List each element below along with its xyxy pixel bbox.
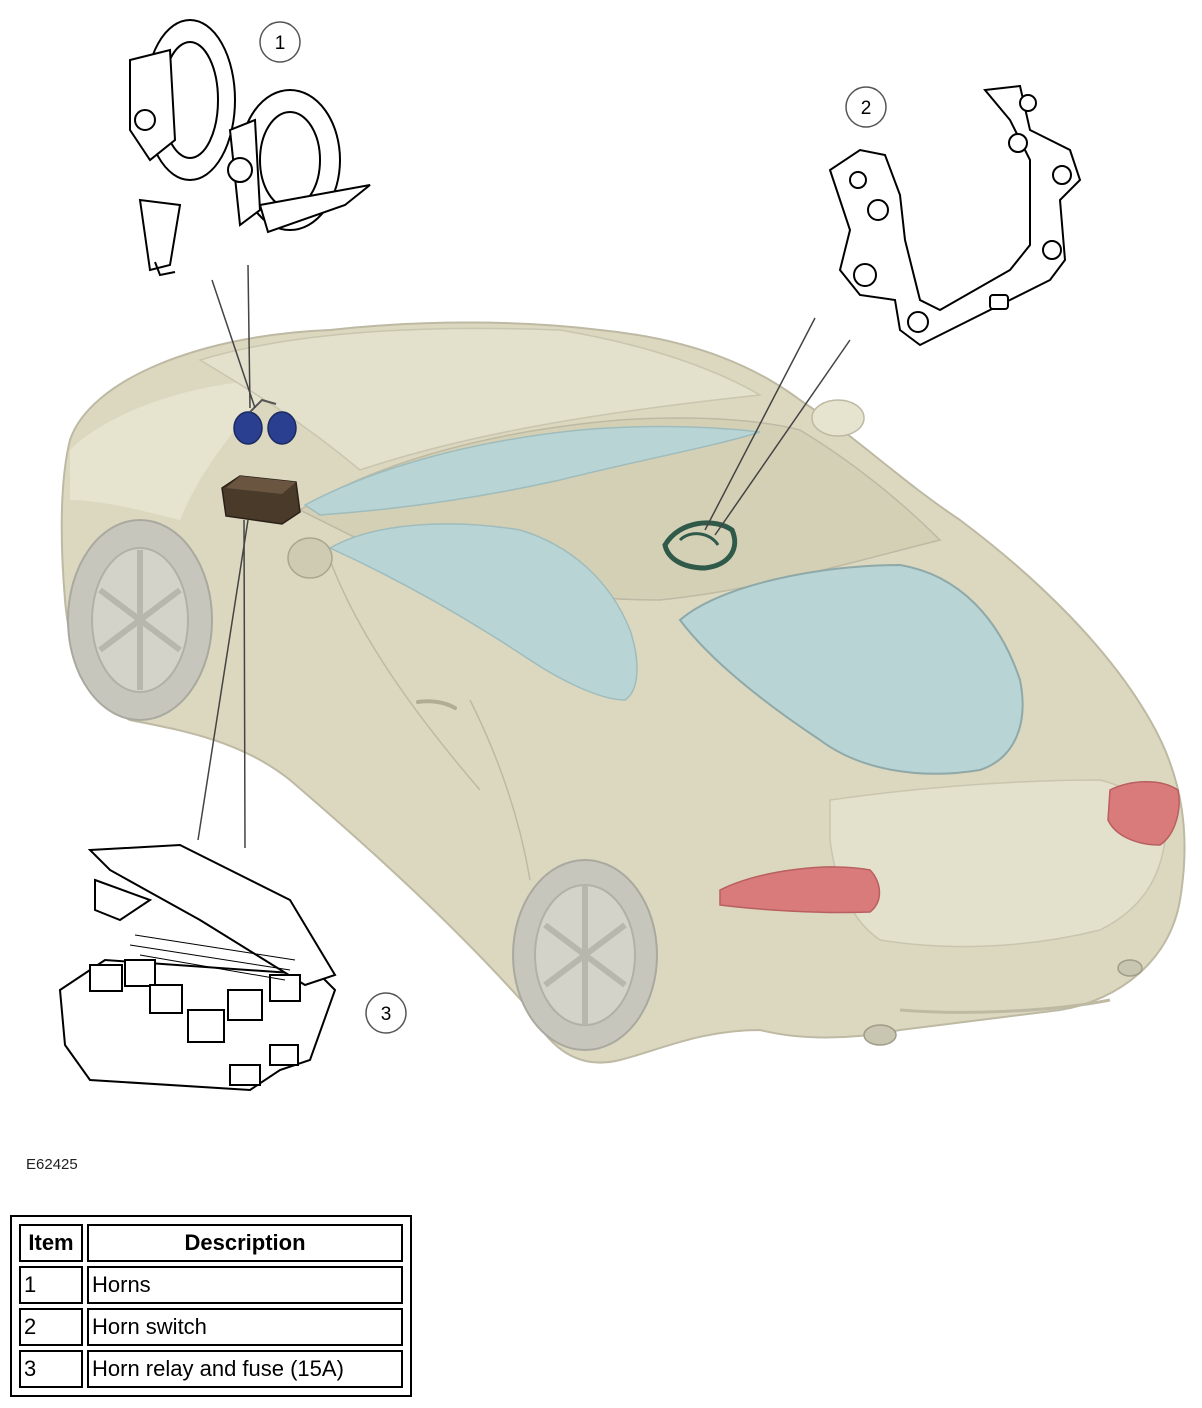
horns-on-car [233,398,297,445]
row-item: 2 [19,1308,83,1346]
row-item: 1 [19,1266,83,1304]
legend-header-row: Item Description [19,1224,403,1262]
relay-box-on-car [221,475,301,525]
header-description: Description [87,1224,403,1262]
callout-3: 3 [365,992,407,1034]
figure-reference: E62425 [26,1156,78,1173]
callout-1: 1 [259,21,301,63]
component-location-diagram: 1 2 3 [58,19,1186,1092]
legend-table: Item Description 1 Horns 2 Horn switch 3… [15,1220,407,1392]
callout-label: 1 [275,33,286,54]
header-item: Item [19,1224,83,1262]
row-description: Horn switch [87,1308,403,1346]
row-description: Horn relay and fuse (15A) [87,1350,403,1388]
relay-box-detail [58,843,337,1092]
legend-table-container: Item Description 1 Horns 2 Horn switch 3… [10,1215,412,1397]
callout-2: 2 [845,86,887,128]
car-illustration [60,321,1186,1064]
horn-switch-on-car [662,520,738,571]
callout-label: 3 [381,1004,392,1025]
table-row: 3 Horn relay and fuse (15A) [19,1350,403,1388]
row-description: Horns [87,1266,403,1304]
horns-detail [129,19,371,277]
table-row: 2 Horn switch [19,1308,403,1346]
callout-label: 2 [861,98,872,119]
table-row: 1 Horns [19,1266,403,1304]
leader-lines [197,264,851,849]
row-item: 3 [19,1350,83,1388]
horn-switch-detail [828,84,1082,347]
